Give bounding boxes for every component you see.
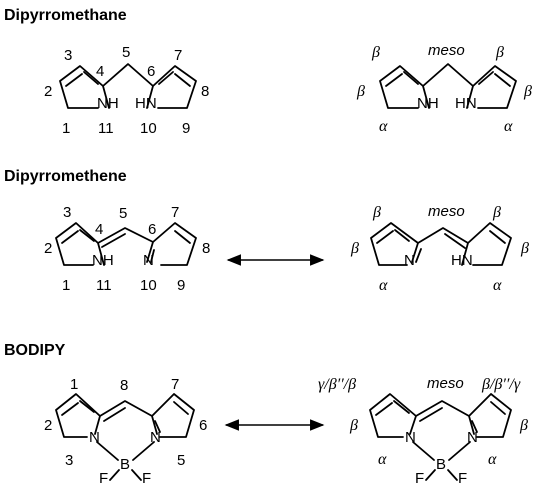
atom-b: B (120, 456, 130, 473)
dipyrromethane-position-structure: NH HN β meso β β β α α (356, 42, 532, 135)
atom-n: N (150, 429, 161, 446)
title-bodipy: BODIPY (4, 342, 66, 359)
gamma-beta-label: γ/β′′/β (318, 376, 356, 393)
number-6: 6 (147, 63, 155, 80)
number-5: 5 (119, 205, 127, 222)
dipyrromethane-numbered-structure: NH HN 3 5 7 2 4 6 8 1 11 10 9 (44, 44, 209, 137)
beta-label: β (372, 204, 381, 221)
number-9: 9 (182, 120, 190, 137)
alpha-label: α (379, 118, 388, 135)
number-7: 7 (174, 47, 182, 64)
number-6: 6 (148, 221, 156, 238)
alpha-label: α (493, 277, 502, 294)
title-dipyrromethane: Dipyrromethane (4, 7, 127, 24)
beta-label: β (349, 417, 358, 434)
atom-hn: HN (451, 252, 473, 269)
number-9: 9 (177, 277, 185, 294)
beta-label: β (356, 83, 365, 100)
number-6: 6 (199, 417, 207, 434)
dipyrromethene-numbered-structure: NH N 3 5 7 2 4 6 8 1 11 10 9 (44, 204, 210, 294)
number-2: 2 (44, 417, 52, 434)
number-8: 8 (201, 83, 209, 100)
number-2: 2 (44, 83, 52, 100)
number-8: 8 (202, 240, 210, 257)
alpha-label: α (378, 451, 387, 468)
number-5: 5 (122, 44, 130, 61)
atom-hn: HN (135, 95, 157, 112)
beta-label: β (495, 44, 504, 61)
beta-label: β (520, 240, 529, 257)
atom-n: N (405, 429, 416, 446)
atom-nh: NH (97, 95, 119, 112)
number-5: 5 (177, 452, 185, 469)
number-3: 3 (64, 47, 72, 64)
number-10: 10 (140, 120, 157, 137)
beta-gamma-label: β/β′′/γ (481, 376, 521, 393)
number-10: 10 (140, 277, 157, 294)
atom-b: B (436, 456, 446, 473)
number-7: 7 (171, 376, 179, 393)
atom-hn: HN (455, 95, 477, 112)
number-3: 3 (63, 204, 71, 221)
number-4: 4 (95, 221, 103, 238)
atom-f: F (99, 470, 108, 486)
number-1: 1 (70, 376, 78, 393)
beta-label: β (492, 204, 501, 221)
number-7: 7 (171, 204, 179, 221)
number-4: 4 (96, 63, 104, 80)
number-8: 8 (120, 377, 128, 394)
atom-n: N (467, 429, 478, 446)
number-1: 1 (62, 120, 70, 137)
bodipy-numbered-structure: N N B F F 1 8 7 2 6 3 5 (44, 376, 207, 486)
atom-nh: NH (417, 95, 439, 112)
alpha-label: α (504, 118, 513, 135)
atom-f: F (142, 470, 151, 486)
alpha-label: α (379, 277, 388, 294)
atom-n: N (89, 429, 100, 446)
atom-nh: NH (92, 252, 114, 269)
meso-label: meso (428, 203, 465, 220)
atom-f: F (415, 470, 424, 486)
beta-label: β (350, 240, 359, 257)
meso-label: meso (428, 42, 465, 59)
number-1: 1 (62, 277, 70, 294)
meso-label: meso (427, 375, 464, 392)
title-dipyrromethene: Dipyrromethene (4, 168, 127, 185)
alpha-label: α (488, 451, 497, 468)
atom-n: N (404, 252, 415, 269)
beta-label: β (523, 83, 532, 100)
bodipy-position-structure: N N B F F γ/β′′/β meso β/β′′/γ β β α α (318, 375, 528, 486)
number-3: 3 (65, 452, 73, 469)
number-11: 11 (98, 120, 114, 137)
dipyrromethene-position-structure: N HN β meso β β β α α (350, 203, 529, 294)
number-11: 11 (96, 277, 112, 294)
beta-label: β (371, 44, 380, 61)
number-2: 2 (44, 240, 52, 257)
beta-label: β (519, 417, 528, 434)
atom-f: F (458, 470, 467, 486)
atom-n: N (143, 252, 154, 269)
